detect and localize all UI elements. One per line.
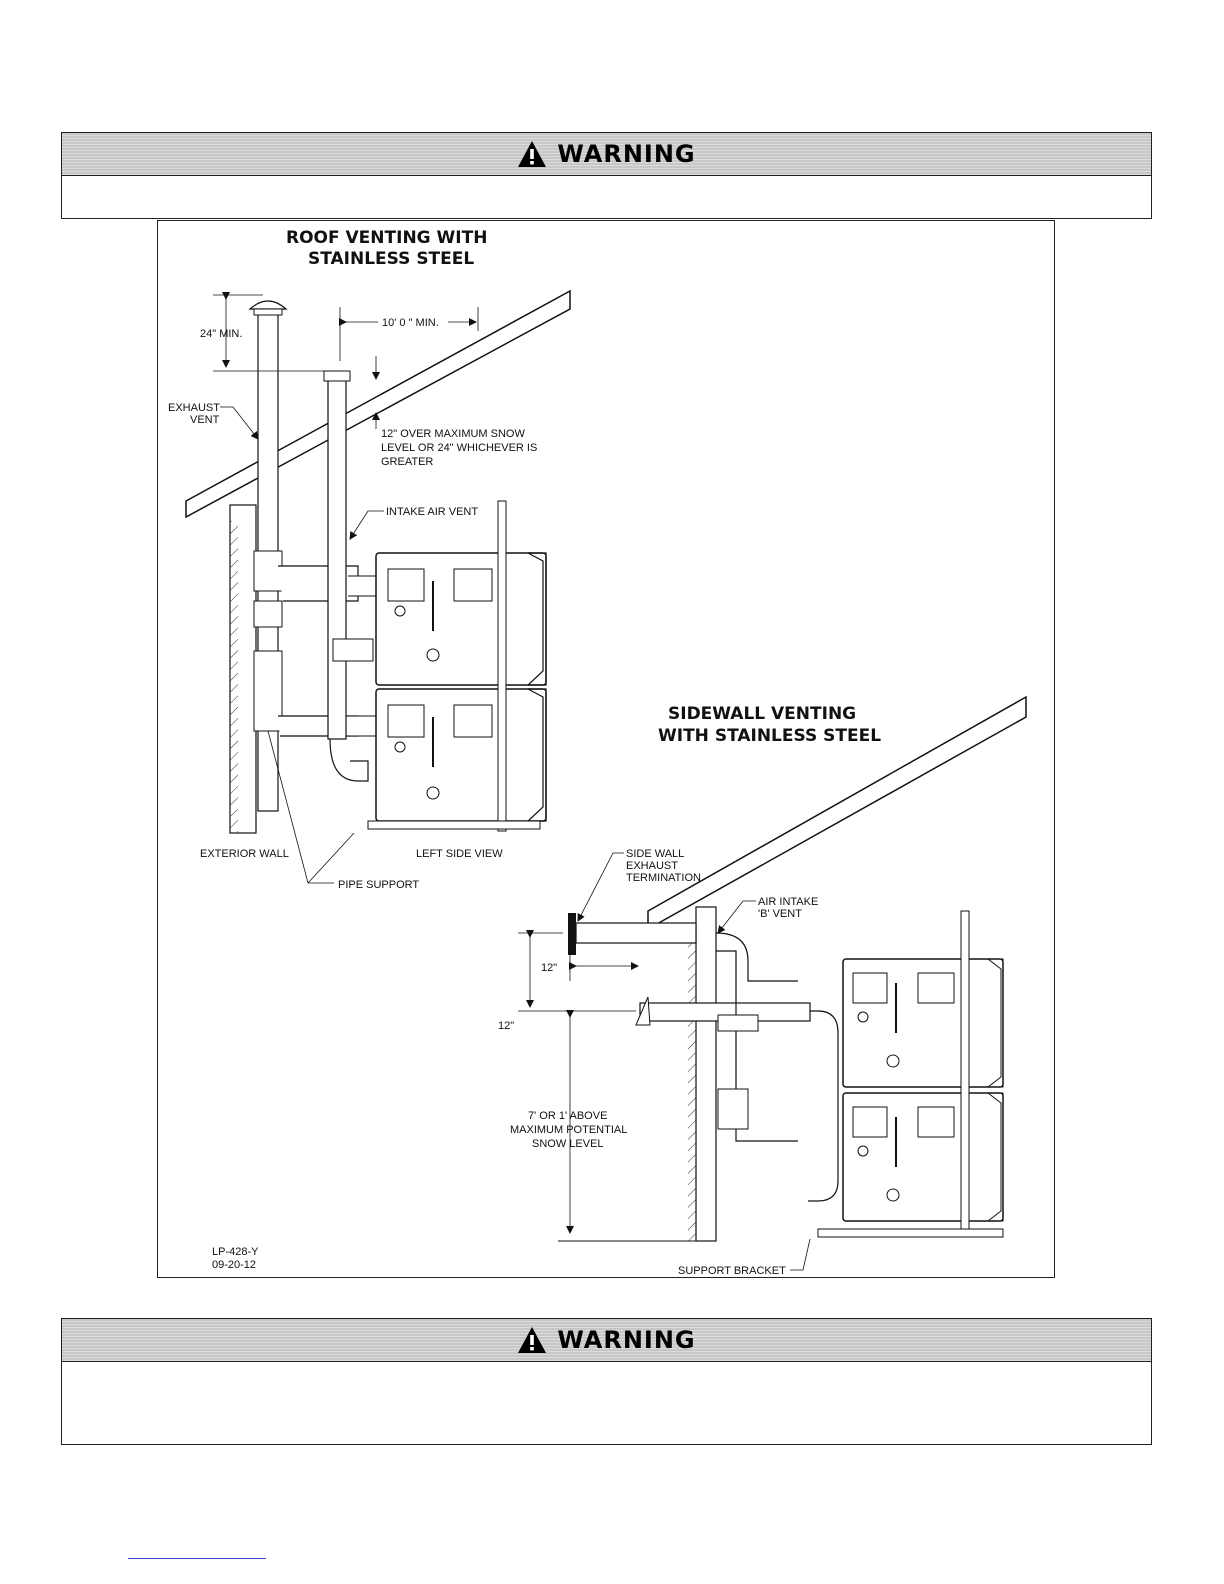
bracket-leader [790,1238,811,1271]
wall-hatch [230,521,238,833]
relief-pipe [960,910,970,1230]
support-bracket-label: SUPPORT BRACKET [678,1265,786,1277]
exhaust-cap [248,300,288,310]
snow-note-3: GREATER [381,456,433,468]
intake-leader [717,900,756,934]
port [886,1188,900,1202]
base-rail [367,820,541,830]
sidewall-title-line1: SIDEWALL VENTING [668,704,856,724]
exhaust-vent-label-2: VENT [190,414,220,426]
sidewall-title-line2: WITH STAINLESS STEEL [658,726,881,746]
panel [387,568,425,602]
panel [852,1106,888,1138]
sidewall-wall [695,906,717,1242]
dim-7-label-2: MAXIMUM POTENTIAL [510,1124,627,1136]
snow-note-2: LEVEL OR 24" WHICHEVER IS [381,442,537,454]
fitting [717,1014,759,1032]
dim-12-label-a: 12" [541,962,557,974]
intake-air-vent-label: INTAKE AIR VENT [386,506,478,518]
warning-body [62,176,1151,192]
warning-title: WARNING [557,140,696,168]
exhaust-cap-band [253,308,283,316]
dim-7-label-1: 7' OR 1' ABOVE [528,1110,607,1122]
roof-title-line2: STAINLESS STEEL [308,249,474,269]
boiler-cover-upper [526,552,547,686]
cover-upper [986,958,1004,1088]
panel [453,704,493,738]
base-rail [817,1228,1004,1238]
intake-pipe [327,378,347,740]
sidewall-hatch [688,941,696,1241]
side-wall-term-label-1: SIDE WALL [626,848,684,860]
intake-leader [349,510,384,540]
relief-pipe [497,500,507,832]
air-intake-label-2: 'B' VENT [758,908,802,920]
exhaust-fitting [253,650,283,732]
snow-note-1: 12" OVER MAXIMUM SNOW [381,428,525,440]
intake-branch [348,715,377,737]
roof-slab [185,289,571,519]
footer-link-underline[interactable] [128,1558,266,1559]
air-intake-label-1: AIR INTAKE [758,896,818,908]
warning-box-top: WARNING [61,132,1152,219]
warning-triangle-icon [518,141,547,167]
port [426,786,440,800]
sidewall-exhaust-pipe [575,922,697,944]
intake-branch [348,575,377,597]
port [886,1054,900,1068]
port [857,1011,869,1023]
side-wall-term-label-2: EXHAUST [626,860,678,872]
exhaust-leader [220,406,259,440]
intake-tee [332,638,374,662]
pipe-support-label: PIPE SUPPORT [338,879,419,891]
term-leader [577,852,624,922]
panel [917,1106,955,1138]
fitting [717,1088,749,1130]
exhaust-route-lower [716,950,798,1142]
port [394,605,406,617]
warning-box-bottom: WARNING [61,1318,1152,1445]
intake-elbow [329,738,369,782]
boiler-cover-lower [526,688,547,822]
venting-diagram: ROOF VENTING WITH STAINLESS STEEL [168,228,1027,1277]
roof-title-line1: ROOF VENTING WITH [286,228,487,248]
panel [453,568,493,602]
intake-route [808,1010,839,1202]
port [394,741,406,753]
warning-body [62,1362,1151,1378]
warning-header: WARNING [62,1319,1151,1362]
exhaust-route [715,932,798,982]
dim-10-label: 10' 0 " MIN. [382,317,439,329]
exhaust-vent-label-1: EXHAUST [168,402,220,414]
venting-figure: ROOF VENTING WITH STAINLESS STEEL [157,220,1055,1278]
panel [917,972,955,1004]
side-wall-term-label-3: TERMINATION [626,872,701,884]
pipe-support-leader [307,832,355,884]
panel [387,704,425,738]
exterior-wall-label: EXTERIOR WALL [200,848,289,860]
drawing-number: LP-428-Y [212,1246,259,1258]
exhaust-fitting [253,550,283,592]
panel [852,972,888,1004]
exhaust-fitting [253,600,283,628]
dim-24-label: 24" MIN. [200,328,242,340]
air-intake-hood [635,996,651,1026]
port [426,648,440,662]
warning-triangle-icon [518,1327,547,1353]
dim-7-label-3: SNOW LEVEL [532,1138,604,1150]
intake-cap [323,370,351,382]
cover-lower [986,1092,1004,1222]
left-side-view-label: LEFT SIDE VIEW [416,848,503,860]
port [857,1145,869,1157]
warning-header: WARNING [62,133,1151,176]
exhaust-termination-plate [568,913,576,955]
warning-title: WARNING [557,1326,696,1354]
dim-12-label-b: 12" [498,1020,514,1032]
drawing-date: 09-20-12 [212,1259,256,1271]
